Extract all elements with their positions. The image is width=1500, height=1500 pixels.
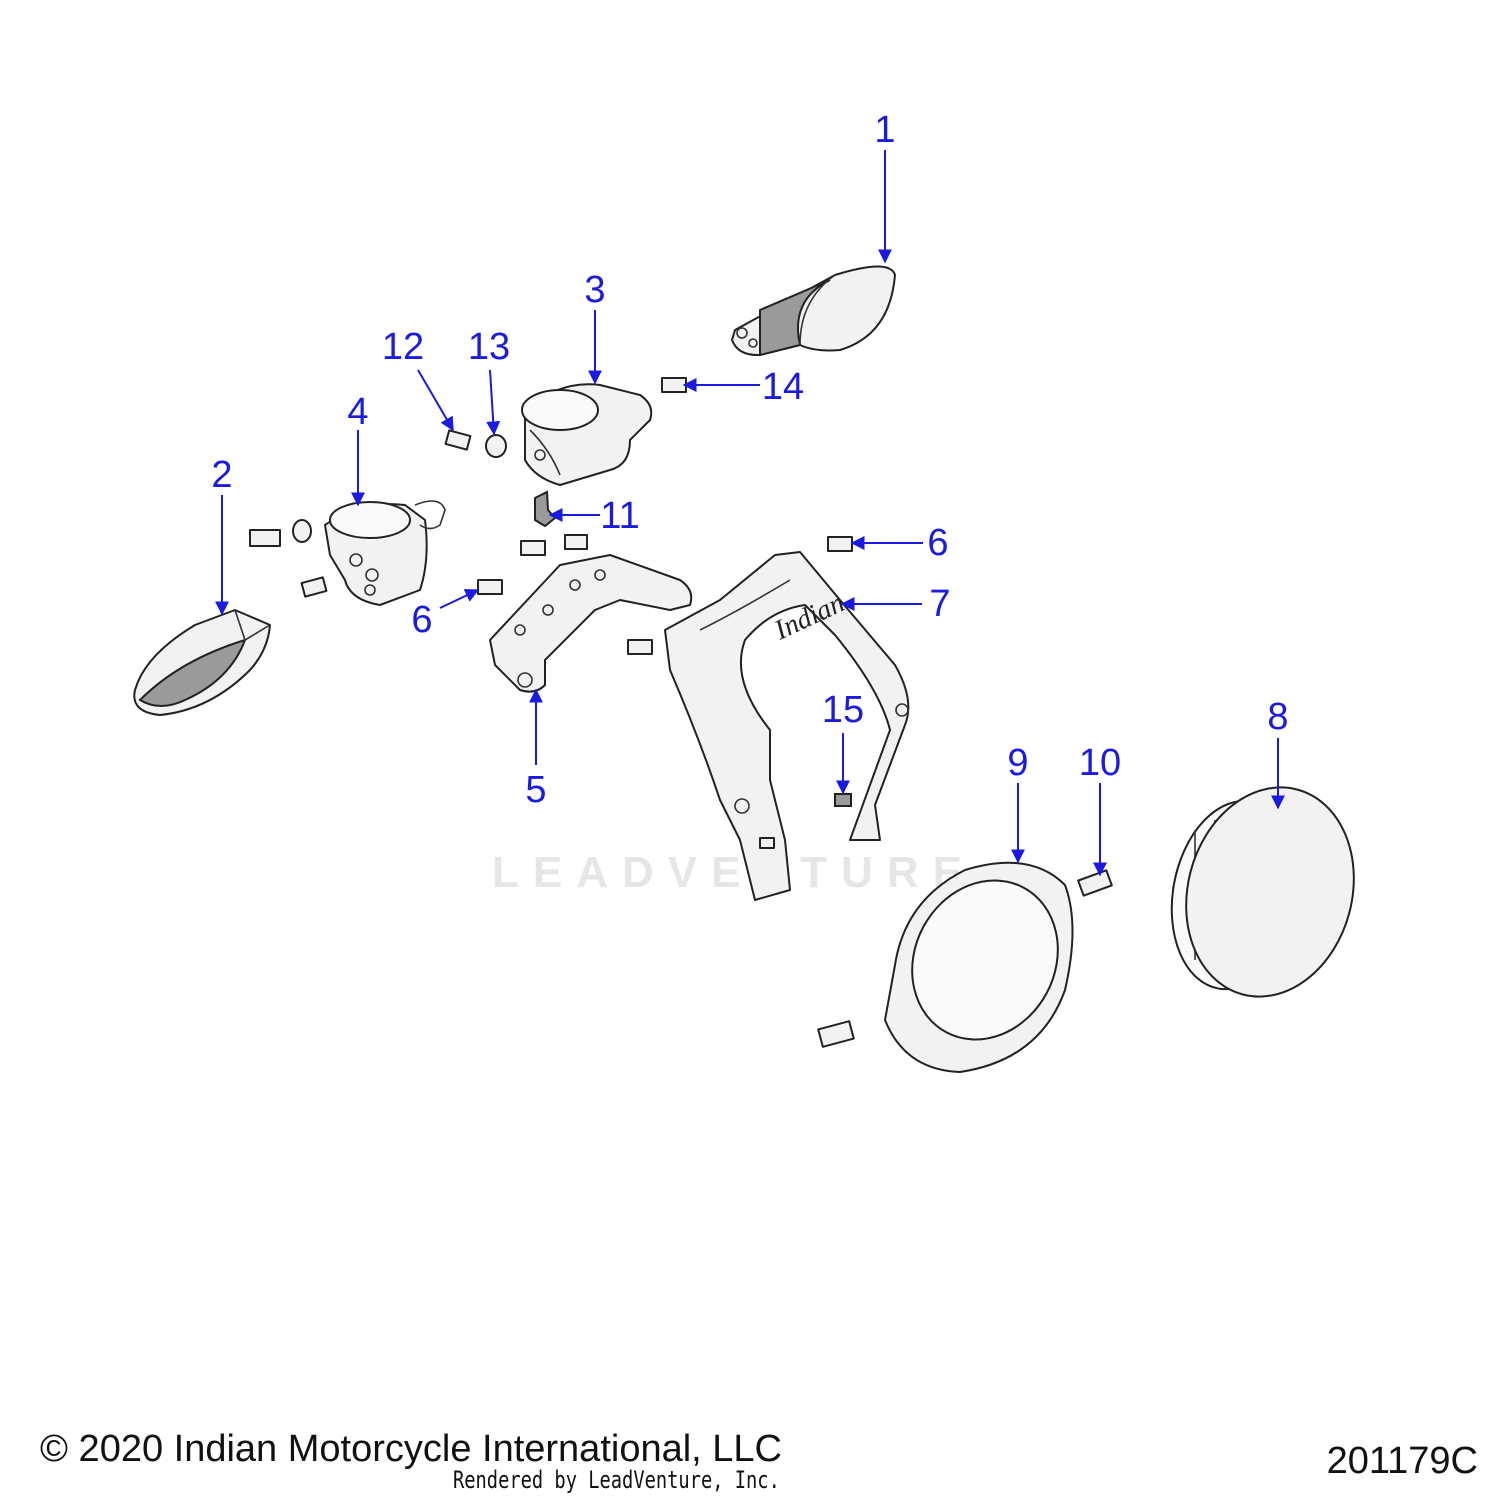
part-7-nacelle-bracket — [664, 551, 910, 901]
callout-8: 8 — [1267, 696, 1289, 738]
part-6-bolts — [249, 519, 855, 1048]
part-1-right-turn-signal — [731, 265, 896, 357]
part-14-bolt — [661, 377, 687, 393]
part-12-bolt — [444, 429, 472, 451]
callout-11: 11 — [600, 495, 640, 537]
callout-6-upper: 6 — [927, 522, 949, 564]
part-4-left-mount-clamp — [324, 500, 446, 606]
watermark: LEADVENTURE — [492, 848, 977, 897]
part-3-right-mount-clamp — [521, 383, 653, 486]
part-15-nut — [834, 793, 852, 807]
callout-9: 9 — [1007, 742, 1029, 784]
part-11-clip — [534, 490, 557, 528]
rendered-by-credit: Rendered by LeadVenture, Inc. — [453, 1466, 780, 1494]
callout-4: 4 — [347, 391, 369, 433]
callout-10: 10 — [1078, 742, 1122, 784]
callout-7: 7 — [929, 583, 951, 625]
figure-id: 201179C — [1326, 1440, 1478, 1482]
part-9-trim-ring — [884, 861, 1074, 1073]
callout-13: 13 — [467, 326, 511, 368]
callout-1: 1 — [874, 109, 896, 151]
part-8-led-headlight — [1170, 786, 1355, 998]
part-2-left-turn-signal — [133, 609, 271, 716]
callout-12: 12 — [381, 326, 425, 368]
callout-5: 5 — [525, 769, 547, 811]
callout-15: 15 — [821, 689, 865, 731]
callout-2: 2 — [211, 454, 233, 496]
part-5-bracket-arm — [489, 554, 693, 693]
callout-14: 14 — [761, 366, 805, 408]
callout-6-lower: 6 — [411, 599, 433, 641]
leader-lines — [215, 150, 1285, 877]
part-13-nut — [485, 434, 507, 458]
callout-3: 3 — [584, 269, 606, 311]
part-10-bolt — [1077, 869, 1113, 897]
copyright-notice: © 2020 Indian Motorcycle International, … — [40, 1428, 782, 1470]
